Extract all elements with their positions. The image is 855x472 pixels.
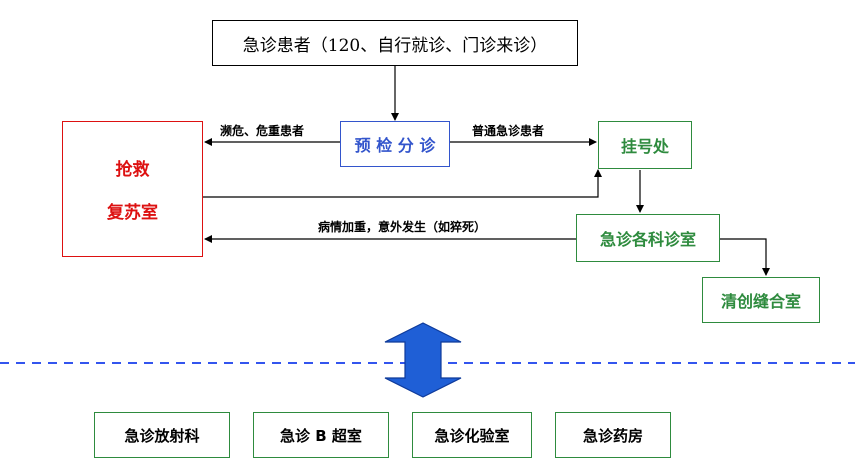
support-unit-box: 急诊 B 超室 (253, 412, 389, 458)
support-unit-label: 急诊放射科 (124, 426, 200, 445)
registration-box: 挂号处 (598, 121, 692, 169)
arrow-rescue-to-registration (203, 169, 602, 198)
support-unit-label: 急诊化验室 (434, 426, 510, 445)
debridement-box: 清创缝合室 (702, 277, 820, 323)
departments-label: 急诊各科诊室 (599, 230, 696, 249)
registration-label: 挂号处 (620, 137, 669, 156)
debridement-label: 清创缝合室 (720, 292, 801, 311)
rescue-room-label-1: 抢救 (115, 160, 150, 180)
support-unit-box: 急诊化验室 (412, 412, 532, 458)
rescue-room-label-2: 复苏室 (107, 203, 158, 223)
edge-label-critical: 濒危、危重患者 (220, 124, 305, 138)
patient-source-label: 急诊患者（120、自行就诊、门诊来诊） (242, 35, 548, 56)
support-unit-box: 急诊放射科 (94, 412, 230, 458)
double-arrow-icon (384, 322, 462, 398)
support-unit-label: 急诊 B 超室 (280, 426, 362, 445)
patient-source-box: 急诊患者（120、自行就诊、门诊来诊） (212, 20, 578, 66)
rescue-room-box: 抢救 复苏室 (62, 121, 203, 257)
triage-box: 预 检 分 诊 (340, 121, 450, 167)
support-unit-box: 急诊药房 (555, 412, 671, 458)
edge-label-ordinary: 普通急诊患者 (472, 124, 545, 138)
departments-box: 急诊各科诊室 (576, 214, 720, 262)
arrow-departments-to-debridement (720, 238, 770, 276)
edge-label-worsening: 病情加重，意外发生（如猝死） (318, 220, 487, 234)
triage-label: 预 检 分 诊 (354, 136, 436, 155)
support-unit-label: 急诊药房 (582, 426, 643, 445)
